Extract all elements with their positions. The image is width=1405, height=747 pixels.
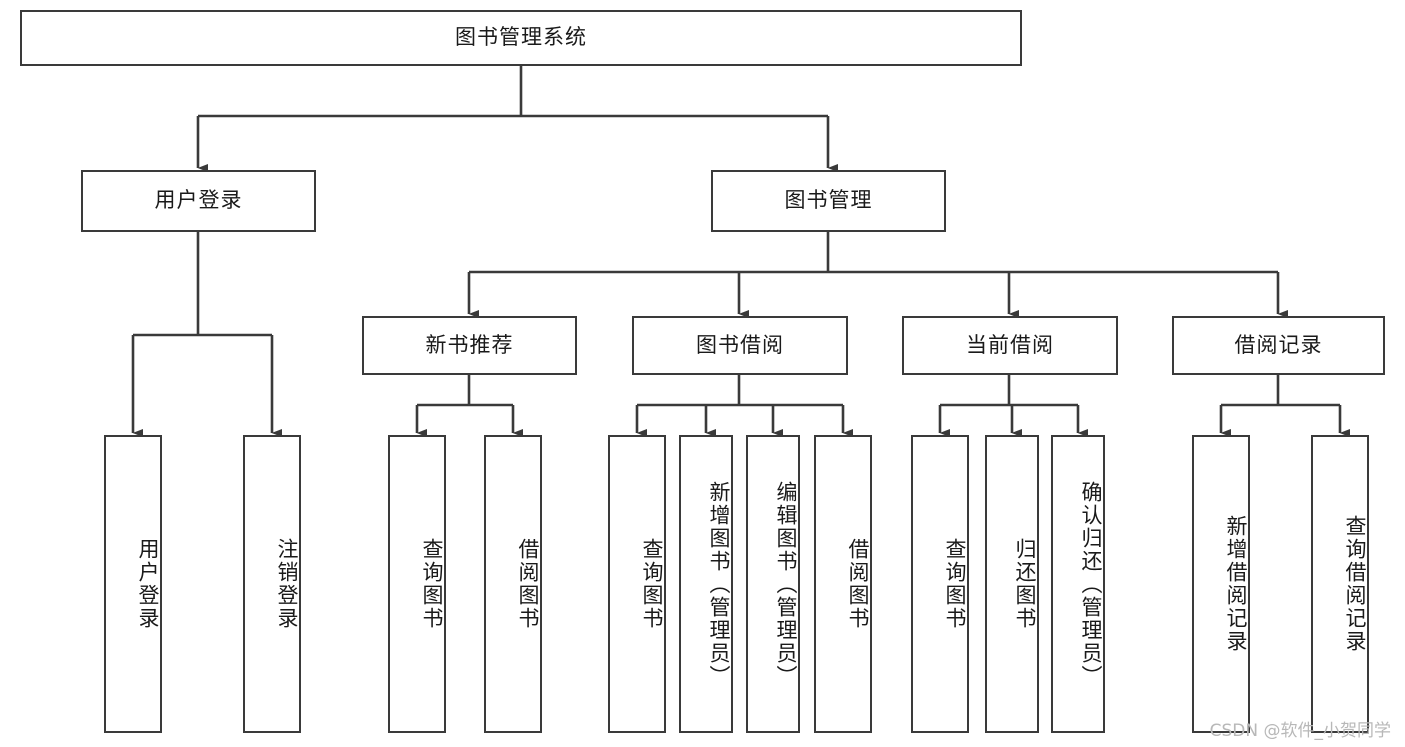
node-leaf-query-book-2-label: 查询图书	[640, 538, 664, 630]
node-leaf-user-login[interactable]: 用户登录	[104, 435, 162, 733]
node-leaf-confirm-return[interactable]: 确认归还（管理员）	[1051, 435, 1105, 733]
node-leaf-query-book-3-label: 查询图书	[943, 538, 967, 630]
node-leaf-edit-book[interactable]: 编辑图书（管理员）	[746, 435, 800, 733]
node-current-borrow[interactable]: 当前借阅	[902, 316, 1118, 375]
node-leaf-borrow-book-2[interactable]: 借阅图书	[814, 435, 872, 733]
node-book-borrow[interactable]: 图书借阅	[632, 316, 848, 375]
node-leaf-return-book-label: 归还图书	[1013, 538, 1037, 630]
node-leaf-logout-login-label: 注销登录	[275, 538, 299, 630]
node-leaf-query-borrow-record-label: 查询借阅记录	[1343, 515, 1367, 653]
node-leaf-return-book[interactable]: 归还图书	[985, 435, 1039, 733]
node-leaf-query-book-1[interactable]: 查询图书	[388, 435, 446, 733]
node-borrow-record-label: 借阅记录	[1234, 332, 1323, 357]
node-leaf-query-borrow-record[interactable]: 查询借阅记录	[1311, 435, 1369, 733]
node-leaf-confirm-return-label: 确认归还（管理员）	[1079, 480, 1103, 688]
node-leaf-edit-book-label: 编辑图书（管理员）	[774, 480, 798, 688]
node-user-login[interactable]: 用户登录	[81, 170, 316, 232]
node-leaf-add-book-label: 新增图书（管理员）	[707, 480, 731, 688]
node-leaf-query-book-3[interactable]: 查询图书	[911, 435, 969, 733]
node-new-book-recommend-label: 新书推荐	[425, 332, 514, 357]
node-leaf-borrow-book-1[interactable]: 借阅图书	[484, 435, 542, 733]
node-leaf-logout-login[interactable]: 注销登录	[243, 435, 301, 733]
node-current-borrow-label: 当前借阅	[966, 332, 1054, 357]
node-leaf-user-login-label: 用户登录	[136, 538, 160, 630]
node-leaf-add-borrow-record[interactable]: 新增借阅记录	[1192, 435, 1250, 733]
node-leaf-query-book-1-label: 查询图书	[420, 538, 444, 630]
node-book-borrow-label: 图书借阅	[696, 332, 784, 357]
node-root[interactable]: 图书管理系统	[20, 10, 1022, 66]
node-borrow-record[interactable]: 借阅记录	[1172, 316, 1385, 375]
node-user-login-label: 用户登录	[154, 188, 243, 213]
node-leaf-add-borrow-record-label: 新增借阅记录	[1224, 515, 1248, 653]
node-book-manage-label: 图书管理	[784, 188, 873, 213]
csdn-watermark: CSDN @软件_小贺同学	[1209, 721, 1391, 741]
node-leaf-borrow-book-2-label: 借阅图书	[846, 538, 870, 630]
node-new-book-recommend[interactable]: 新书推荐	[362, 316, 577, 375]
node-leaf-query-book-2[interactable]: 查询图书	[608, 435, 666, 733]
node-root-label: 图书管理系统	[455, 25, 587, 50]
node-leaf-borrow-book-1-label: 借阅图书	[516, 538, 540, 630]
node-book-manage[interactable]: 图书管理	[711, 170, 946, 232]
node-leaf-add-book[interactable]: 新增图书（管理员）	[679, 435, 733, 733]
